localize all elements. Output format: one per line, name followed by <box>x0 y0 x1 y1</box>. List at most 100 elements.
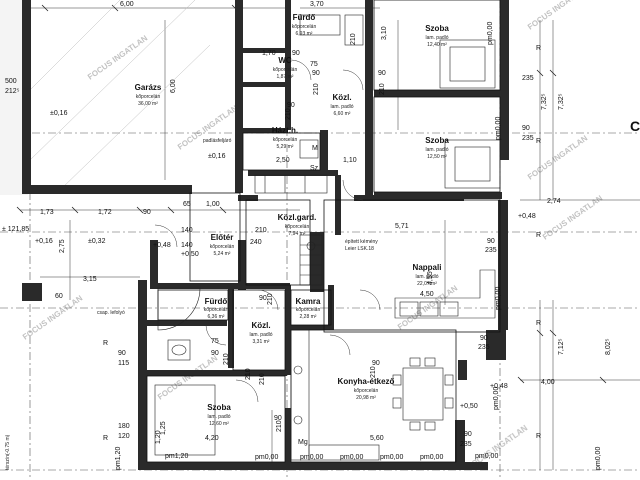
note-kemeny: épített kémény <box>345 239 378 245</box>
svg-text:±0,16: ±0,16 <box>208 153 226 160</box>
svg-text:kőporcelán: kőporcelán <box>273 67 298 73</box>
svg-text:pm1,20: pm1,20 <box>165 453 188 460</box>
room-label-garazs: Garázs kőporcelán 36,00 m² <box>135 83 162 107</box>
svg-text:3,10: 3,10 <box>381 26 388 40</box>
svg-text:90: 90 <box>487 238 495 245</box>
svg-text:12,60 m²: 12,60 m² <box>209 421 229 427</box>
svg-text:4,50: 4,50 <box>420 291 434 298</box>
svg-text:+0,50: +0,50 <box>460 403 478 410</box>
markers: R R R R R R R Sz Mg M <box>103 45 541 446</box>
svg-text:5,60: 5,60 <box>370 435 384 442</box>
svg-text:1,72: 1,72 <box>98 209 112 216</box>
svg-text:kőporcelán: kőporcelán <box>296 307 321 313</box>
svg-text:pm1,20: pm1,20 <box>115 447 122 470</box>
room-label-konyha: Konyha-étkező kőporcelán 20,98 m² <box>338 377 395 401</box>
room-label-szoba3: Szoba lam. padló 12,60 m² <box>207 403 231 427</box>
svg-text:90: 90 <box>211 350 219 357</box>
doors <box>154 59 381 403</box>
svg-text:+0,48: +0,48 <box>518 213 536 220</box>
svg-text:7,12⁵: 7,12⁵ <box>558 338 565 355</box>
svg-text:210: 210 <box>245 368 252 380</box>
svg-text:210: 210 <box>259 373 266 385</box>
svg-text:pm0,00: pm0,00 <box>487 22 494 45</box>
svg-text:lam. padló: lam. padló <box>249 332 272 338</box>
svg-text:WC: WC <box>278 56 292 65</box>
svg-text:kőporcelán: kőporcelán <box>292 24 317 30</box>
svg-text:3,15: 3,15 <box>83 276 97 283</box>
svg-text:±0,16: ±0,16 <box>50 110 68 117</box>
svg-text:90: 90 <box>287 102 295 109</box>
svg-text:120: 120 <box>118 433 130 440</box>
svg-text:Előtér: Előtér <box>211 233 234 242</box>
svg-text:R: R <box>536 45 541 52</box>
room-label-haztart: Házt.h. kőporcelán 5,29 m² <box>272 126 298 150</box>
svg-text:90: 90 <box>292 50 300 57</box>
svg-text:180: 180 <box>118 423 130 430</box>
svg-text:+0,50: +0,50 <box>181 251 199 258</box>
svg-text:60: 60 <box>55 293 63 300</box>
svg-text:1,20: 1,20 <box>155 430 162 444</box>
svg-text:6,00: 6,00 <box>120 1 134 8</box>
furniture <box>154 14 501 461</box>
svg-text:90: 90 <box>522 125 530 132</box>
svg-text:kőporcelán: kőporcelán <box>273 137 298 143</box>
svg-text:75: 75 <box>310 61 318 68</box>
svg-text:210: 210 <box>370 366 377 378</box>
svg-text:lam. padló: lam. padló <box>207 414 230 420</box>
svg-text:4,20: 4,20 <box>205 435 219 442</box>
svg-text:75: 75 <box>211 338 219 345</box>
svg-text:pm0,00: pm0,00 <box>495 117 502 140</box>
dimension-labels: 6,00 3,70 3,10 500 212⁵ 6,00 1,70 90 210… <box>2 1 612 470</box>
svg-text:90: 90 <box>143 209 151 216</box>
svg-text:R: R <box>103 435 108 442</box>
svg-text:kőporcelán: kőporcelán <box>354 388 379 394</box>
svg-text:Konyha-étkező: Konyha-étkező <box>338 377 395 386</box>
svg-text:Közl.: Közl. <box>332 93 351 102</box>
svg-text:pm0,00: pm0,00 <box>495 287 502 310</box>
svg-text:2,74: 2,74 <box>547 198 561 205</box>
svg-text:pm0,00: pm0,00 <box>340 454 363 461</box>
svg-text:Közl.gard.: Közl.gard. <box>278 213 317 222</box>
svg-text:210: 210 <box>267 293 274 305</box>
svg-text:1,70: 1,70 <box>262 50 276 57</box>
svg-text:lam. padló: lam. padló <box>330 104 353 110</box>
svg-text:1,25: 1,25 <box>160 421 167 435</box>
svg-text:+0,16: +0,16 <box>35 238 53 245</box>
svg-text:Szoba: Szoba <box>425 24 449 33</box>
svg-text:Mg: Mg <box>298 439 308 446</box>
svg-text:Nappali: Nappali <box>413 263 442 272</box>
svg-text:kőporcelán: kőporcelán <box>285 224 310 230</box>
room-label-kozlgard: Közl.gard. kőporcelán 7,94 m² <box>278 213 317 237</box>
svg-text:210: 210 <box>223 353 230 365</box>
svg-text:±0,32: ±0,32 <box>88 238 106 245</box>
svg-text:kőporcelán: kőporcelán <box>210 244 235 250</box>
room-label-furdo-top: Fürdő kőporcelán 6,93 m² <box>292 13 317 37</box>
svg-text:+0,48: +0,48 <box>153 242 171 249</box>
svg-text:36,00 m²: 36,00 m² <box>138 101 158 107</box>
svg-text:235: 235 <box>522 75 534 82</box>
svg-text:pm0,00: pm0,00 <box>595 447 602 470</box>
svg-text:Kamra: Kamra <box>296 297 321 306</box>
svg-text:20,98 m²: 20,98 m² <box>356 395 376 401</box>
svg-text:210: 210 <box>285 108 292 120</box>
note-padlasfeljaro: padlásfeljáró <box>203 138 232 144</box>
svg-text:90: 90 <box>259 295 267 302</box>
svg-text:pm0,00: pm0,00 <box>255 454 278 461</box>
svg-text:140: 140 <box>181 227 193 234</box>
svg-text:5,29 m²: 5,29 m² <box>277 144 294 150</box>
room-label-szoba2: Szoba lam. padló 12,50 m² <box>425 136 449 160</box>
section-mark-c: C <box>630 118 640 134</box>
svg-text:Szoba: Szoba <box>207 403 231 412</box>
svg-text:210: 210 <box>276 420 283 432</box>
svg-text:500: 500 <box>5 78 17 85</box>
svg-text:lam. padló: lam. padló <box>415 274 438 280</box>
note-kemeny-type: Leier LSK.18 <box>345 246 374 252</box>
svg-text:210: 210 <box>313 83 320 95</box>
svg-text:90: 90 <box>274 415 282 422</box>
room-label-wc: WC kőporcelán 1,87 m² <box>273 56 298 80</box>
svg-text:235: 235 <box>485 247 497 254</box>
walls <box>22 0 509 470</box>
svg-text:90: 90 <box>464 431 472 438</box>
svg-text:2,75: 2,75 <box>59 239 66 253</box>
svg-text:1,73: 1,73 <box>40 209 54 216</box>
